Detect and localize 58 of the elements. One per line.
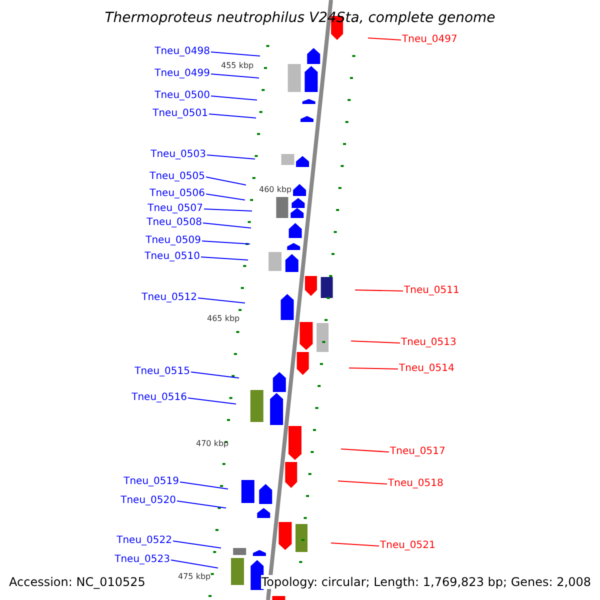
gene-label: Tneu_0505 (150, 171, 205, 183)
gene-label: Tneu_0515 (134, 366, 190, 378)
gene-label: Tneu_0512 (142, 292, 197, 304)
leader-line (368, 38, 402, 40)
scale-label: 470 kbp (196, 439, 229, 448)
gene-label: Tneu_0499 (154, 68, 210, 80)
gene-label: Tneu_0521 (380, 540, 436, 552)
leader-line (202, 240, 250, 244)
leader-line (202, 222, 252, 228)
leader-line (206, 176, 246, 186)
gene-label: Tneu_0503 (150, 149, 206, 161)
leader-line (198, 298, 246, 304)
leader-line (350, 340, 400, 344)
gene-label: Tneu_0518 (388, 478, 444, 490)
gene-label: Tneu_0507 (148, 203, 203, 215)
gene-label: Tneu_0517 (390, 446, 446, 458)
gene-label: Tneu_0508 (146, 217, 202, 229)
gene-label: Tneu_0520 (120, 495, 176, 507)
gene-label: Tneu_0506 (150, 188, 205, 200)
leader-line (210, 96, 258, 100)
leader-line (172, 540, 222, 548)
gene-label: Tneu_0501 (152, 108, 208, 120)
leader-line (206, 154, 256, 160)
leader-line (204, 208, 252, 212)
leader-line (200, 256, 248, 260)
scale-label: 475 kbp (178, 572, 211, 581)
gene-label: Tneu_0522 (116, 535, 172, 547)
gene-label: Tneu_0510 (144, 251, 200, 263)
gene-label: Tneu_0523 (114, 554, 170, 566)
leader-line (180, 482, 228, 490)
gene-label: Tneu_0509 (146, 235, 201, 247)
leader-line (206, 194, 246, 200)
leader-line (348, 368, 398, 370)
accession-text: Accession: NC_010525 (9, 575, 146, 589)
scale-label: 455 kbp (221, 61, 254, 70)
title: Thermoproteus neutrophilus V24Sta, complete genome (104, 10, 496, 26)
leader-line (330, 542, 380, 546)
scale-label: 465 kbp (207, 314, 240, 323)
gene-label: Tneu_0516 (132, 392, 187, 404)
leader-line (210, 52, 260, 56)
gene-label: Tneu_0498 (154, 46, 210, 58)
scale-label: 460 kbp (259, 185, 292, 194)
gene-label: Tneu_0497 (402, 34, 458, 46)
leader-line (176, 500, 226, 508)
leader-line (210, 74, 260, 78)
leader-line (354, 290, 404, 292)
leader-line (340, 448, 390, 452)
gene-label: Tneu_0500 (154, 90, 210, 102)
leader-line (190, 372, 240, 378)
gene-label: Tneu_0511 (404, 285, 460, 297)
leader-line (188, 398, 236, 404)
leader-line (338, 480, 388, 484)
gene-label: Tneu_0513 (401, 337, 456, 349)
gene-label: Tneu_0514 (399, 363, 454, 375)
leader-line (170, 560, 218, 568)
genome-summary-text: Topology: circular; Length: 1,769,823 bp; Genes: 2,008 (261, 575, 591, 589)
leader-line (208, 114, 256, 118)
gene-label: Tneu_0519 (124, 476, 179, 488)
